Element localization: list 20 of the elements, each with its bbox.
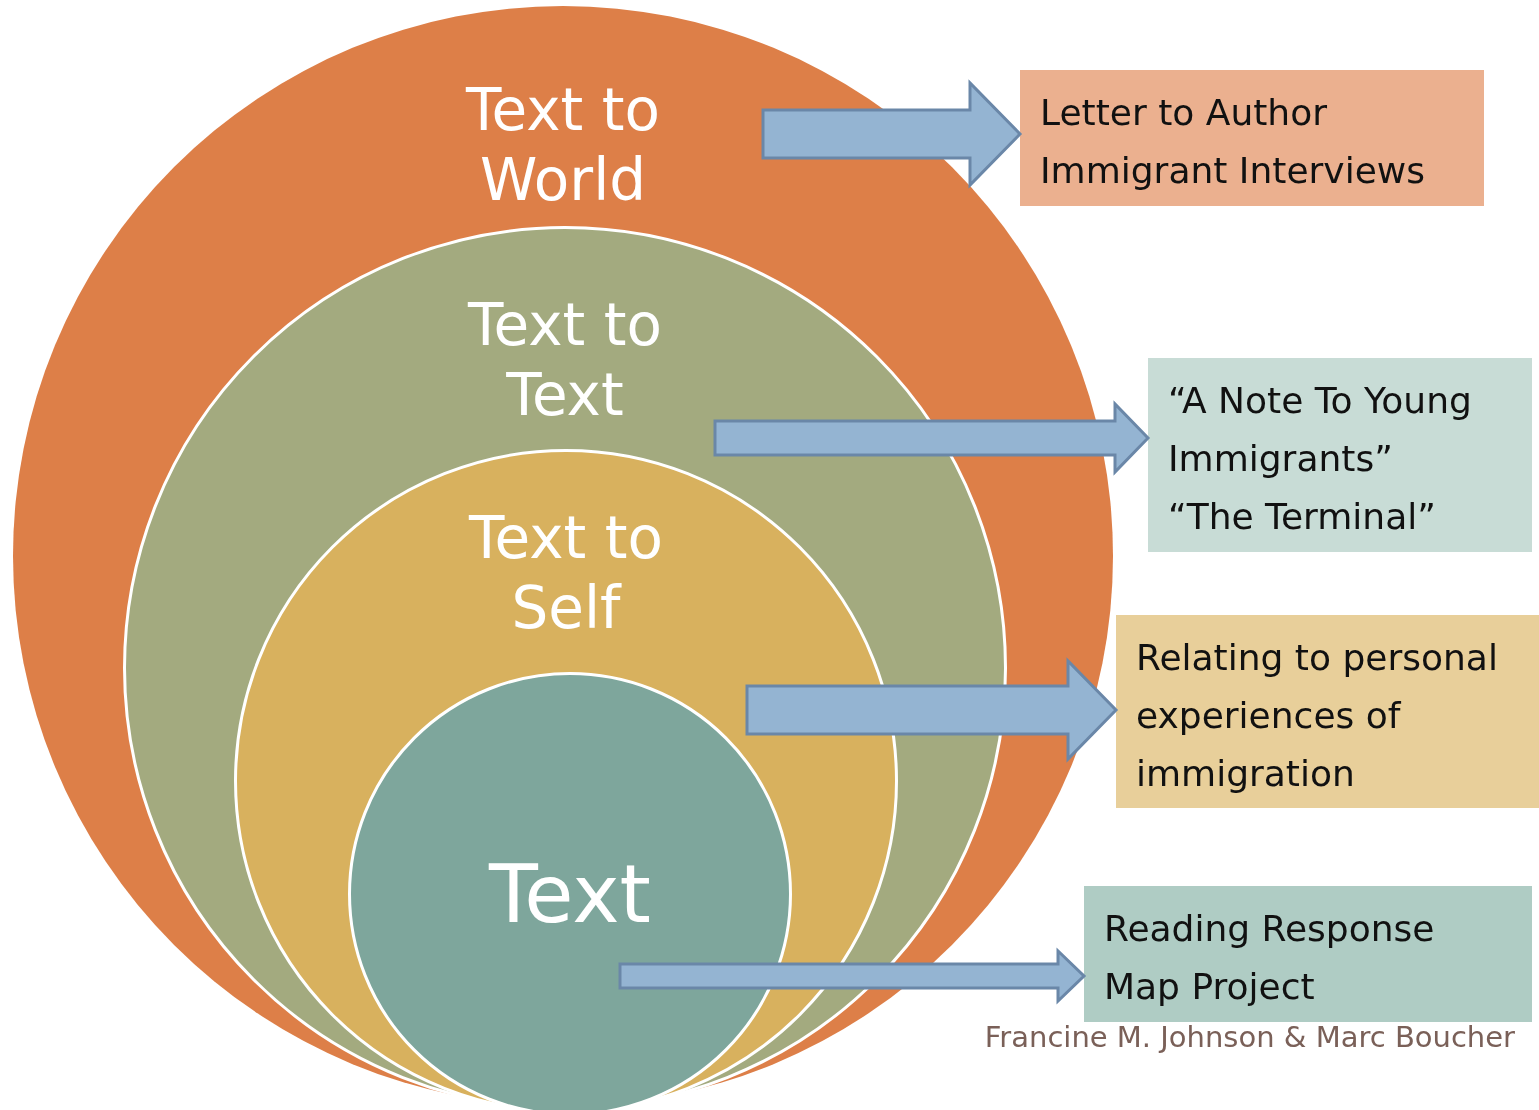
circle-label: Text to Text [466,291,663,431]
credit-text: Francine M. Johnson & Marc Boucher [984,1020,1515,1054]
circle-label: Text to World [464,76,661,216]
circle-label: Text [487,847,652,943]
text-box [1148,358,1532,552]
box-text: Letter to Author [1040,91,1328,135]
box-text: Reading Response [1104,907,1436,951]
text-box [1116,615,1539,808]
box-text: Relating to personal experiences of immigration [1136,636,1499,796]
box-text: “A Note To Young Immigrants” [1168,379,1473,481]
block-arrow [713,400,1151,476]
block-arrow [745,657,1119,763]
text-box [1020,70,1484,206]
text-box [1084,886,1532,1022]
circle-label: Text to Self [467,504,664,644]
box-text: “The Terminal” [1168,495,1437,539]
box-text: Map Project [1104,965,1316,1009]
block-arrow [618,947,1087,1005]
box-text: Immigrant Interviews [1040,149,1426,193]
block-arrow [761,79,1023,189]
